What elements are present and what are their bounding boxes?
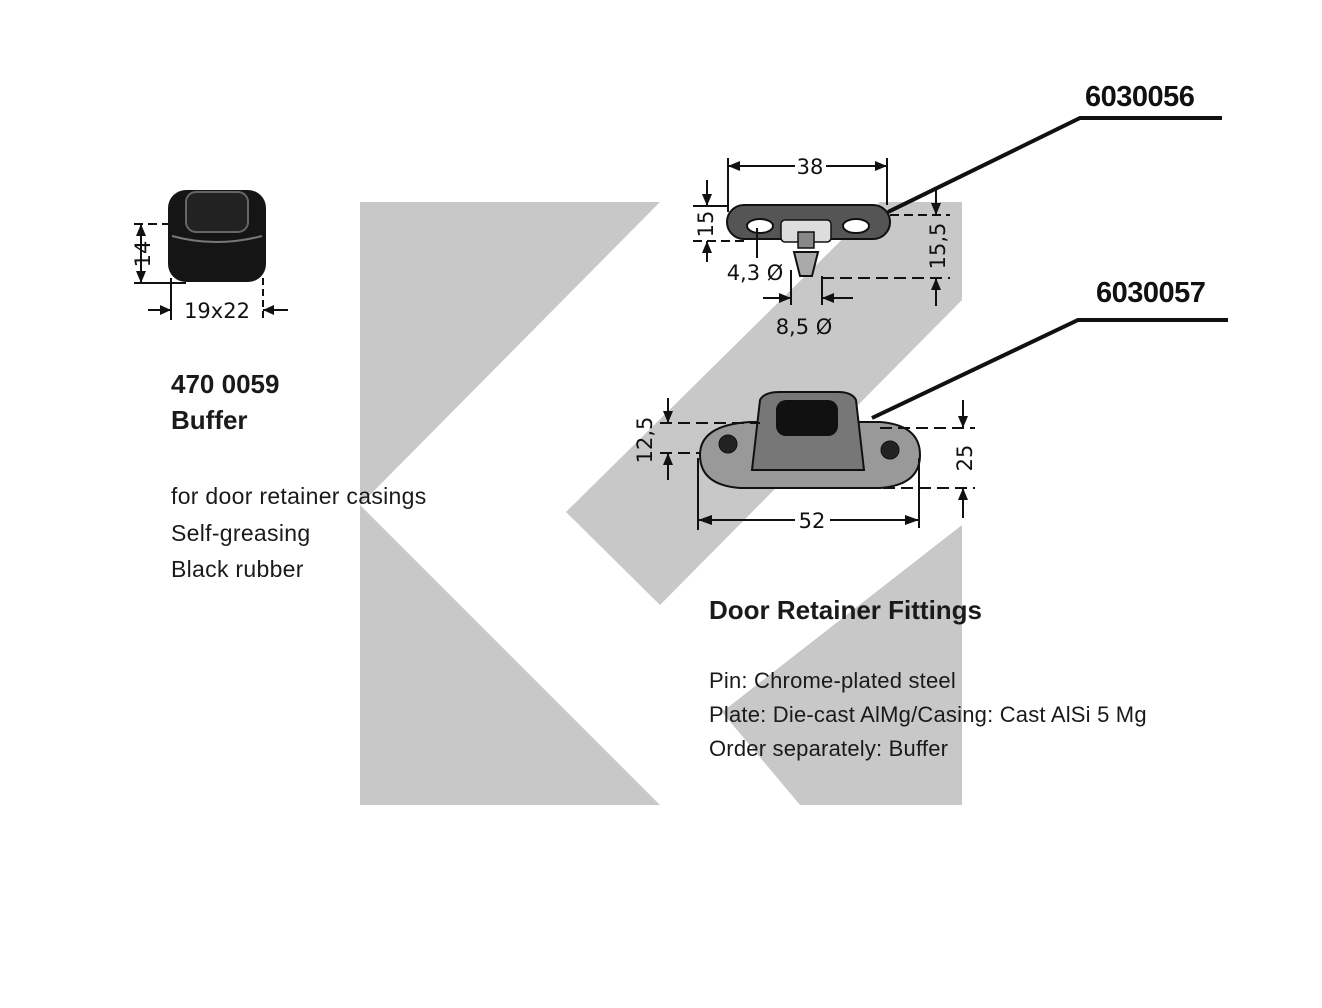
- pin-total-height-dim: 15,5: [926, 223, 950, 270]
- door-retainer-info: Door Retainer Fittings Pin: Chrome-plate…: [709, 592, 1147, 766]
- buffer-description-line: Black rubber: [171, 556, 304, 582]
- pin-plate-drawing: 38 15 4,3 Ø 8,5 Ø 15,5 6030056: [693, 81, 1222, 339]
- watermark-left-shape: [360, 202, 660, 805]
- pin-part-number: 6030056: [1085, 81, 1195, 113]
- pin-tip: [792, 251, 820, 277]
- watermark-lower-band: [722, 525, 962, 805]
- hole-diameter-dim: 4,3 Ø: [727, 261, 784, 285]
- pin-length-dim: 38: [797, 155, 824, 179]
- buffer-info: 470 0059 Buffer for door retainer casing…: [171, 366, 427, 588]
- casing-base-height-dim: 12,5: [633, 417, 657, 464]
- buffer-drawing: 14 19x22: [131, 190, 288, 323]
- buffer-description-line: for door retainer casings: [171, 483, 427, 509]
- casing-leader-line: [871, 318, 1228, 420]
- buffer-size-dim: 19x22: [184, 299, 250, 323]
- spec-line: Order separately: Buffer: [709, 736, 949, 761]
- buffer-part-number: 470 0059: [171, 369, 280, 399]
- buffer-name: Buffer: [171, 405, 248, 435]
- pin-height-dim: 15: [694, 211, 718, 238]
- casing-drawing: 12,5 25 52 6030057: [633, 277, 1228, 533]
- buffer-top: [185, 191, 249, 233]
- spec-line: Plate: Die-cast AlMg/Casing: Cast AlSi 5…: [709, 702, 1147, 727]
- casing-length-dim: 52: [799, 509, 826, 533]
- buffer-height-dim: 14: [131, 241, 155, 268]
- pin-leader-line: [887, 116, 1222, 214]
- buffer-ridge: [171, 235, 263, 243]
- pin-diameter-dim: 8,5 Ø: [776, 315, 833, 339]
- spec-line: Pin: Chrome-plated steel: [709, 668, 956, 693]
- buffer-description-line: Self-greasing: [171, 519, 311, 546]
- door-retainer-title: Door Retainer Fittings: [709, 595, 983, 625]
- casing-part-number: 6030057: [1096, 277, 1205, 309]
- casing-total-height-dim: 25: [953, 445, 977, 472]
- casing-slot: [776, 400, 838, 436]
